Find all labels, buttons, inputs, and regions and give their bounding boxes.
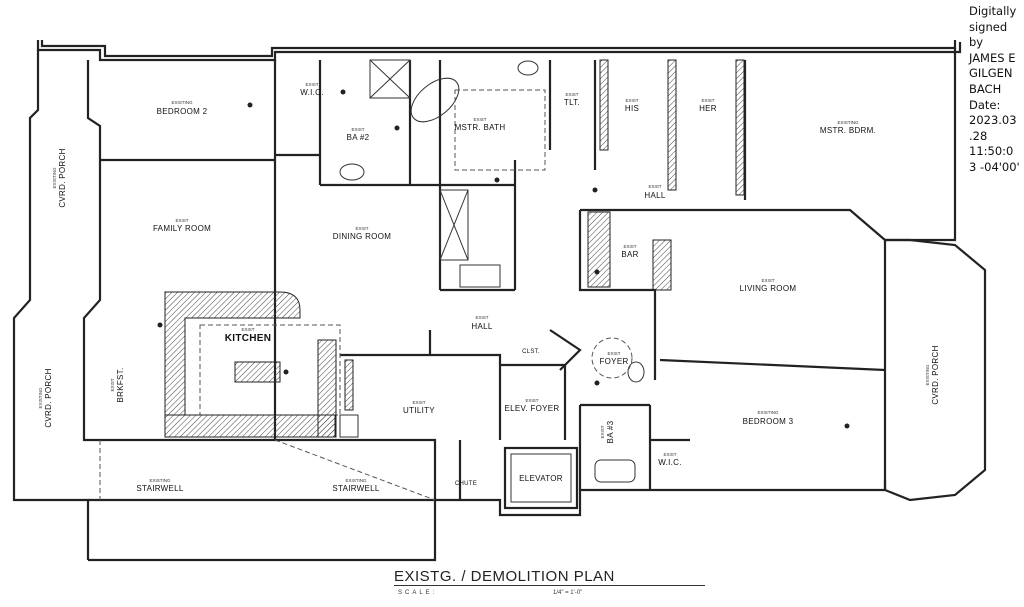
svg-text:HIS: HIS xyxy=(625,104,639,113)
room-elevator: ELEVATOR xyxy=(519,474,563,483)
scale-label: SCALE: xyxy=(398,590,438,596)
svg-text:FAMILY ROOM: FAMILY ROOM xyxy=(153,224,211,233)
svg-text:W.I.C.: W.I.C. xyxy=(658,458,682,467)
svg-text:BA #3: BA #3 xyxy=(606,420,615,443)
svg-text:DINING ROOM: DINING ROOM xyxy=(333,232,391,241)
room-bedroom-3: EXISTING BEDROOM 3 xyxy=(743,410,794,426)
svg-text:CHUTE: CHUTE xyxy=(455,481,477,487)
svg-text:CVRD. PORCH: CVRD. PORCH xyxy=(44,368,53,427)
room-hall-lower: EXIST HALL xyxy=(471,315,492,331)
svg-text:BA #2: BA #2 xyxy=(347,133,370,142)
svg-text:MSTR. BDRM.: MSTR. BDRM. xyxy=(820,126,876,135)
svg-text:BEDROOM 3: BEDROOM 3 xyxy=(743,417,794,426)
svg-text:HER: HER xyxy=(699,104,717,113)
room-bedroom-2: EXISTING BEDROOM 2 xyxy=(157,100,208,116)
svg-text:EXIST: EXIST xyxy=(600,425,605,438)
svg-text:EXIST: EXIST xyxy=(412,400,425,405)
svg-text:EXISTING: EXISTING xyxy=(149,478,171,483)
scale-value: 1/4" = 1'-0" xyxy=(553,590,583,596)
svg-text:EXIST: EXIST xyxy=(761,278,774,283)
cabinets xyxy=(164,59,745,438)
svg-text:EXIST: EXIST xyxy=(623,244,636,249)
svg-text:EXIST: EXIST xyxy=(565,92,578,97)
svg-text:EXIST: EXIST xyxy=(305,82,318,87)
svg-text:ELEV. FOYER: ELEV. FOYER xyxy=(504,404,559,413)
ceiling-fixtures xyxy=(157,89,850,429)
svg-text:EXISTING: EXISTING xyxy=(925,364,930,386)
svg-text:CVRD. PORCH: CVRD. PORCH xyxy=(58,148,67,207)
svg-text:BEDROOM 2: BEDROOM 2 xyxy=(157,107,208,116)
svg-text:EXIST: EXIST xyxy=(701,98,714,103)
digital-signature: Digitally signed by JAMES E GILGEN BACH … xyxy=(969,4,1020,174)
svg-text:EXIST: EXIST xyxy=(525,398,538,403)
svg-text:EXISTING: EXISTING xyxy=(345,478,367,483)
svg-text:HALL: HALL xyxy=(644,191,665,200)
svg-text:BAR: BAR xyxy=(621,250,638,259)
svg-text:EXIST: EXIST xyxy=(625,98,638,103)
svg-text:EXIST: EXIST xyxy=(473,117,486,122)
drawing-title: EXISTG. / DEMOLITION PLAN xyxy=(394,568,705,586)
svg-text:HALL: HALL xyxy=(471,322,492,331)
svg-text:BRKFST.: BRKFST. xyxy=(116,368,125,403)
room-chute: CHUTE xyxy=(455,481,477,487)
svg-text:TLT.: TLT. xyxy=(564,98,580,107)
svg-text:EXIST: EXIST xyxy=(351,127,364,132)
svg-text:LIVING ROOM: LIVING ROOM xyxy=(740,284,797,293)
room-hall-upper: EXIST HALL xyxy=(644,184,665,200)
svg-text:FOYER: FOYER xyxy=(599,357,628,366)
svg-text:EXIST: EXIST xyxy=(607,351,620,356)
svg-text:EXIST: EXIST xyxy=(663,452,676,457)
svg-text:EXIST: EXIST xyxy=(648,184,661,189)
svg-text:W.I.C.: W.I.C. xyxy=(300,88,324,97)
svg-text:CVRD. PORCH: CVRD. PORCH xyxy=(931,345,940,404)
svg-text:EXISTING: EXISTING xyxy=(837,120,859,125)
svg-text:EXIST: EXIST xyxy=(175,218,188,223)
svg-text:ELEVATOR: ELEVATOR xyxy=(519,474,563,483)
svg-text:EXIST: EXIST xyxy=(241,327,254,332)
svg-text:CLST.: CLST. xyxy=(522,349,540,355)
walls xyxy=(12,40,987,562)
svg-text:EXISTING: EXISTING xyxy=(38,387,43,409)
svg-text:EXIST: EXIST xyxy=(110,378,115,391)
svg-text:EXISTING: EXISTING xyxy=(52,167,57,189)
svg-text:EXISTING: EXISTING xyxy=(757,410,779,415)
svg-text:EXIST: EXIST xyxy=(475,315,488,320)
svg-text:UTILITY: UTILITY xyxy=(403,406,435,415)
svg-text:KITCHEN: KITCHEN xyxy=(225,333,272,344)
svg-text:STAIRWELL: STAIRWELL xyxy=(332,484,380,493)
svg-text:STAIRWELL: STAIRWELL xyxy=(136,484,184,493)
room-closet: CLST. xyxy=(522,349,540,355)
svg-text:EXIST: EXIST xyxy=(355,226,368,231)
svg-text:MSTR. BATH: MSTR. BATH xyxy=(455,123,506,132)
svg-text:EXISTING: EXISTING xyxy=(171,100,193,105)
